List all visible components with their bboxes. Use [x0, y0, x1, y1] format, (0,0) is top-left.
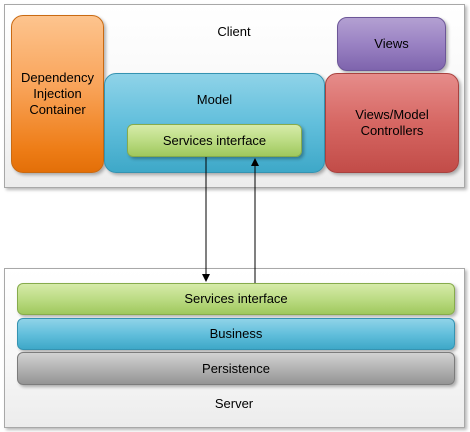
view-model-controllers-box: Views/Model Controllers — [325, 73, 459, 173]
server-title: Server — [214, 396, 254, 411]
client-services-interface: Services interface — [127, 124, 302, 157]
persistence-layer: Persistence — [17, 352, 455, 385]
model-box: Model — [104, 73, 325, 173]
server-services-interface: Services interface — [17, 283, 455, 315]
dependency-injection-container: Dependency Injection Container — [11, 15, 104, 173]
client-title: Client — [217, 24, 251, 39]
model-label: Model — [196, 92, 233, 107]
views-box: Views — [337, 17, 446, 71]
business-layer: Business — [17, 318, 455, 350]
